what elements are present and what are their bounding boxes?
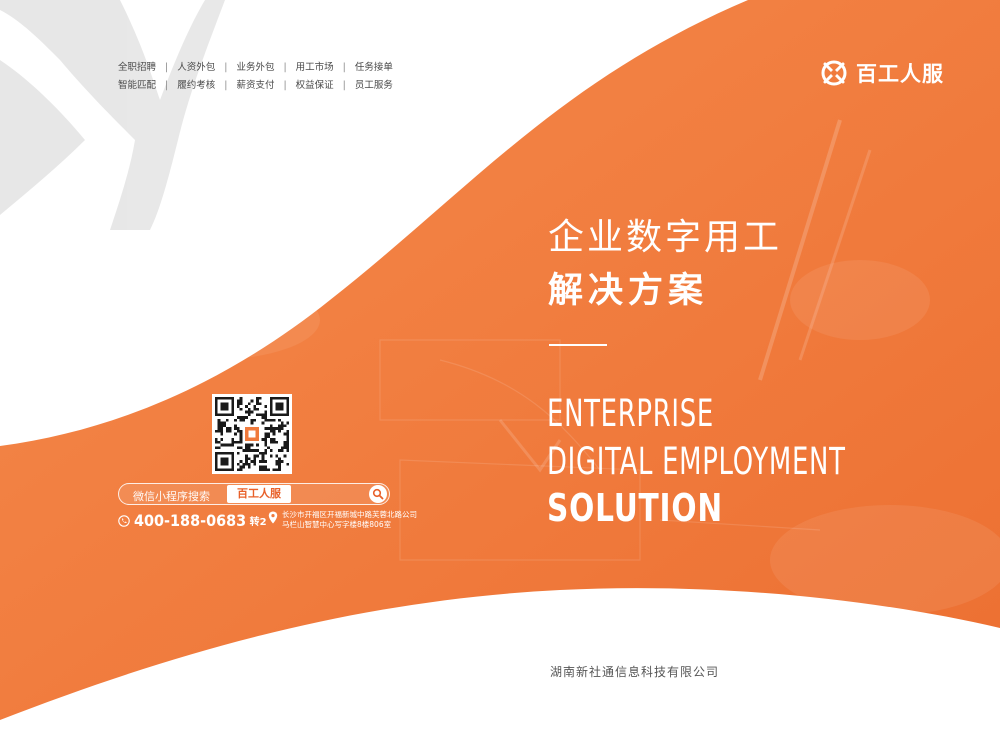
company-name: 湖南新社通信息科技有限公司 [550,665,720,679]
tag: 全职招聘 [118,62,157,73]
tag: 人资外包 [177,62,216,73]
search-bar[interactable]: 微信小程序搜索 百工人服 [118,483,390,505]
qr-code [212,394,292,474]
search-icon [372,488,384,500]
service-tags-row-2: 智能匹配|履约考核|薪资支付|权益保证|员工服务 [118,77,393,91]
service-tags-row-1: 全职招聘|人资外包|业务外包|用工市场|任务接单 [118,59,393,73]
tag: 智能匹配 [118,80,157,91]
phone: 400-188-0683 转2 [118,511,277,530]
phone-icon [118,514,130,527]
tag: 履约考核 [177,80,216,91]
qr-code-icon [212,394,292,474]
tag: 业务外包 [236,62,275,73]
orange-swoosh [0,0,1000,720]
title-cn-line2: 解决方案 [548,271,709,311]
tag: 用工市场 [295,62,334,73]
brand-name: 百工人服 [856,62,944,86]
phone-number: 400-188-0683 [134,511,247,530]
search-value: 百工人服 [227,485,291,503]
tag: 任务接单 [354,62,393,73]
title-divider [549,344,607,346]
title-cn-line1: 企业数字用工 [548,217,783,258]
address-line-1: 长沙市开福区开福新城中路芙蓉北路公司 [282,510,417,519]
baigong-logo-icon [821,60,847,86]
title-en-line1: ENTERPRISE [547,392,714,435]
tag: 权益保证 [295,80,334,91]
address-line-2: 马栏山智慧中心写字楼8楼806室 [282,520,392,529]
address: 长沙市开福区开福新城中路芙蓉北路公司 马栏山智慧中心写字楼8楼806室 [268,510,417,530]
search-hint: 微信小程序搜索 [133,490,210,503]
phone-extension: 转2 [249,517,267,528]
tag: 薪资支付 [236,80,275,91]
search-button[interactable] [369,485,387,503]
brand: 百工人服 [820,58,944,88]
watermark-logo [0,0,225,230]
tag: 员工服务 [354,80,393,91]
title-en-line2: DIGITAL EMPLOYMENT [547,440,846,483]
title-en-line3: SOLUTION [547,486,723,530]
location-pin-icon [268,511,278,524]
